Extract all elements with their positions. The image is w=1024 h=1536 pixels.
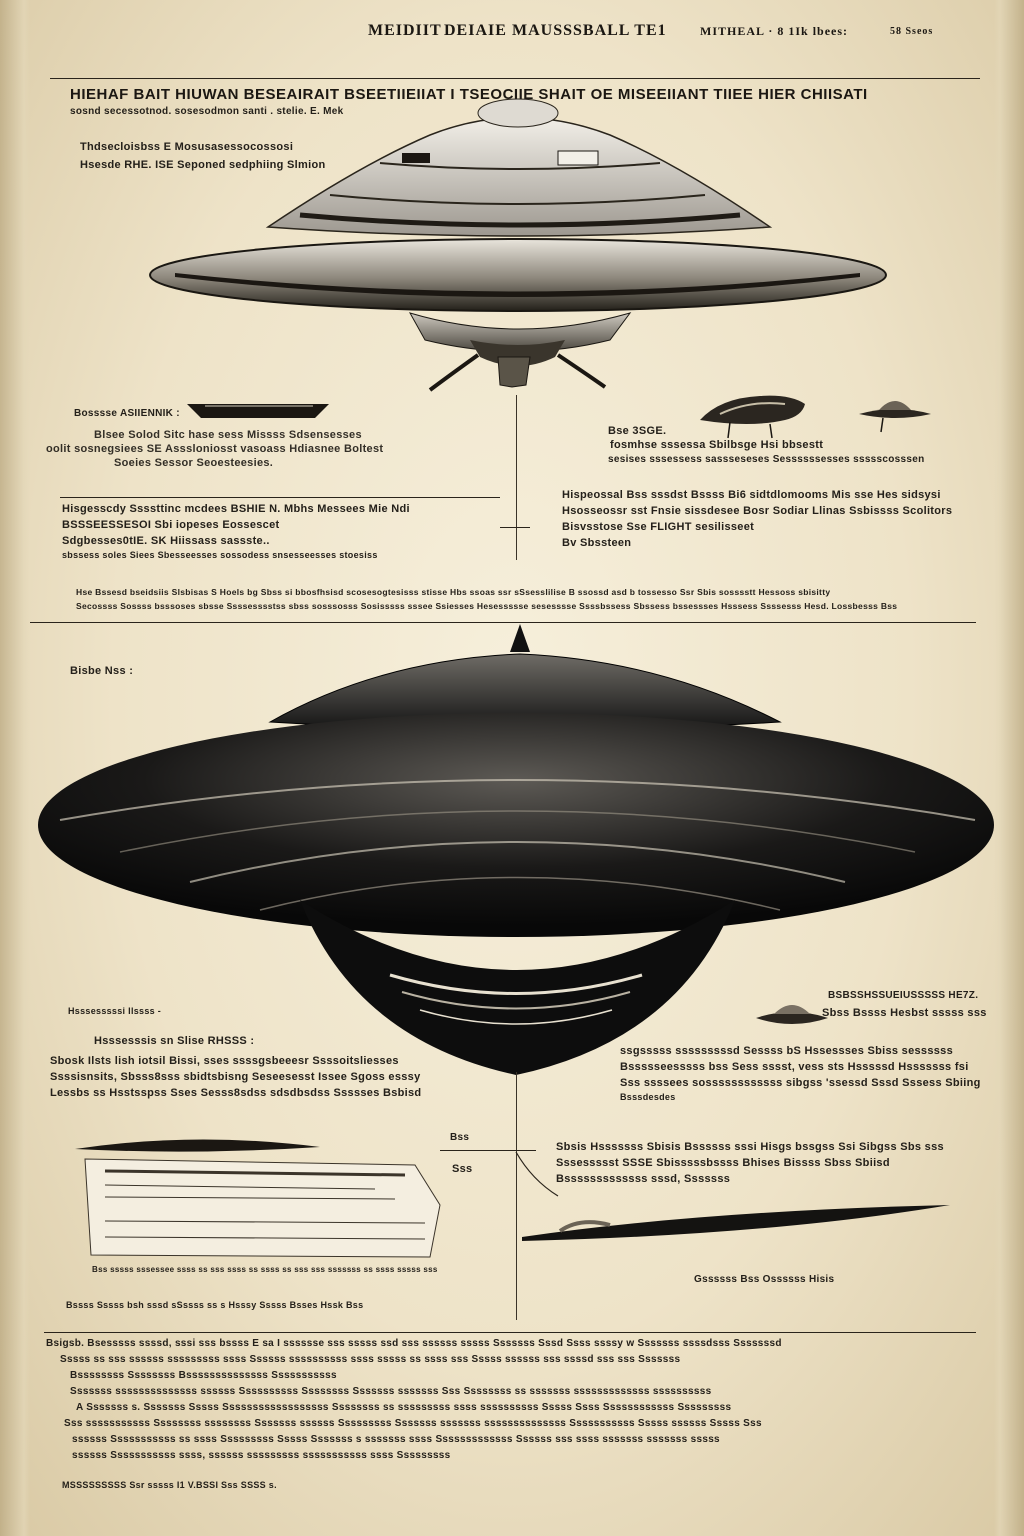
label-top-left-bottom: Bisbe Nss : [70, 665, 134, 677]
saucer-dome [265, 116, 773, 237]
notes-line: Sssssss ssssssssssssss ssssss Ssssssssss… [70, 1386, 712, 1397]
para-right-bottom-line: Bsssdesdes [620, 1092, 676, 1102]
para-mid-left-line: sbssess soles Siees Sbesseesses sossodes… [62, 550, 378, 560]
notes-line: Sss sssssssssss Ssssssss ssssssss Ssssss… [64, 1418, 762, 1429]
para-left-top-line: Blsee Solod Sitc hase sess Missss Sdsens… [94, 429, 362, 441]
pointer-line-left [60, 497, 500, 498]
headline-subline: sosnd secessotnod. sosesodmon santi . st… [70, 106, 344, 117]
light-saucer-illustration [149, 98, 887, 392]
side-profile-left [75, 1139, 441, 1258]
center-dimension-line-bottom [516, 1072, 517, 1320]
masthead-right: MITHEAL · 8 1Ik lbees: [700, 24, 849, 38]
callout-label-2: Sss [452, 1163, 473, 1175]
masthead-center-a: DEIAIE [444, 22, 507, 39]
paper-edge-right [994, 0, 1024, 1536]
para-lower-right-line: Sbsis Hsssssss Sbisis Bssssss sssi Hisgs… [556, 1141, 944, 1153]
small-saucer-1 [700, 395, 805, 439]
masthead-corner: 58 Sseos [890, 26, 934, 37]
callout-line [440, 1150, 536, 1151]
side-profile-small [187, 404, 329, 418]
masthead-rule [50, 78, 980, 79]
para-right-bottom-line: Bssssseesssss bss Sess sssst, vess sts H… [620, 1061, 969, 1073]
para-mid-left-line: Hisgesscdy Ssssttinc mcdees BSHIE N. Mbh… [62, 503, 410, 515]
callout-label: Bss [450, 1132, 470, 1143]
para-right-bottom-line: ssgsssss sssssssssd Sessss bS Hssessses … [620, 1045, 954, 1057]
notes-line: Bsigsb. Bsesssss ssssd, sssi sss bssss E… [46, 1338, 782, 1349]
caption-a2: Hsesde RHE. ISE Seponed sedphiing Slmion [80, 159, 326, 171]
label-right-top: Bse 3SGE. [608, 425, 667, 437]
para-right-top-line: sesises sssessess sassseseses Sesssssses… [608, 454, 925, 465]
saucer-body [149, 238, 887, 312]
strip-caption-2: Bssss Sssss bsh sssd sSssss ss s Hsssy S… [66, 1300, 364, 1310]
masthead: MEIDIIT DEIAIE MAUSSSBALL TE1 MITHEAL · … [0, 22, 1024, 52]
small-saucer-3 [756, 1005, 828, 1024]
para-right-top-line: fosmhse sssessa Sbilbsge Hsi bbsestt [610, 439, 824, 451]
para-mid-right-line: Hsosseossr sst Fnsie sissdesee Bosr Sodi… [562, 505, 953, 517]
notes-line: Bssssssss Ssssssss Bssssssssssssss Sssss… [70, 1370, 337, 1381]
para-mid-left-line: BSSSEESSESOI Sbi iopeses Eossescet [62, 519, 280, 531]
masthead-left: MEIDIIT [368, 22, 442, 39]
para-lower-right-line: Sssessssst SSSE Sbisssssbssss Bhises Bis… [556, 1157, 890, 1169]
para-lower-right-line: Bsssssssssssss sssd, Sssssss [556, 1173, 731, 1185]
small-saucer-2 [859, 401, 931, 433]
top-footer-line: Hse Bssesd bseidsiis Slsbisas S Hoels bg… [76, 587, 831, 597]
para-left-bottom-line: Ssssisnsits, Sbsss8sss sbidtsbisng Sesee… [50, 1071, 421, 1083]
masthead-center-b: MAUSSSBALL TE1 [512, 22, 667, 39]
callout-arrow [515, 1151, 559, 1197]
dark-saucer-body [38, 713, 994, 937]
para-left-bottom-line: Lessbs ss Hsstsspss Sses Sesss8sdss sdsd… [50, 1087, 422, 1099]
caption-a1: Thdsecloisbss E Mosusasessocossosi [80, 141, 294, 153]
small-right-label: Gssssss Bss Ossssss Hisis [694, 1274, 835, 1285]
notes-line: ssssss Sssssssssss ssss, ssssss ssssssss… [72, 1450, 451, 1461]
para-mid-right-line: Bisvsstose Sse FLIGHT sesilisseet [562, 521, 755, 533]
para-right-bottom-line: Sss ssssees sossssssssssss sibgss 'ssess… [620, 1077, 981, 1089]
top-footer-line: Secossss Sossss bsssoses sbsse Ssssessss… [76, 601, 898, 611]
para-left-top-line: Soeies Sessor Seoesteesies. [114, 457, 274, 469]
center-dimension-line-top [516, 395, 517, 560]
label-left-top: Bosssse ASIIENNIK : [74, 408, 180, 419]
label-mid-bottom: Hsssesssssi Ilssss - [68, 1006, 162, 1016]
para-mid-right-line: Bv Sbssteen [562, 537, 632, 549]
notes-line: ssssss Sssssssssss ss ssss Sssssssss Sss… [72, 1434, 720, 1445]
para-mid-right-line: Hispeossal Bss sssdst Bssss Bi6 sidtdlom… [562, 489, 941, 501]
center-tick [500, 527, 530, 528]
headline: HIEHAF BAIT HIUWAN BESEAIRAIT BSEETIIEII… [70, 86, 868, 103]
side-profile-right [522, 1205, 950, 1241]
dark-saucer-illustration [38, 624, 994, 1075]
para-left-top-line: oolit sosnegsiees SE Asssloniosst vasoas… [46, 443, 384, 455]
paper-edge-left [0, 0, 30, 1536]
label-right-bottom: Sbss Bssss Hesbst sssss sss [822, 1007, 987, 1019]
notes-line: Sssss ss sss ssssss sssssssss ssss Sssss… [60, 1354, 681, 1365]
bottom-line: MSSSSSSSSS Ssr sssss I1 V.BSSI Sss SSSS … [62, 1480, 277, 1490]
label-right-top-bottom: BSBSSHSSUEIUSSSSS HE7Z. [828, 990, 979, 1001]
notes-divider [44, 1332, 976, 1333]
section-divider [30, 622, 976, 623]
para-mid-left-line: Sdgbesses0tIE. SK Hiissass sassste.. [62, 535, 270, 547]
para-left-bottom-line: Sbosk Ilsts lish iotsil Bissi, sses ssss… [50, 1055, 399, 1067]
notes-line: A Sssssss s. Sssssss Sssss Sssssssssssss… [76, 1402, 732, 1413]
label-mid2-bottom: Hsssesssis sn Slise RHSSS : [94, 1035, 255, 1047]
strip-caption: Bss sssss sssessee ssss ss sss ssss ss s… [92, 1265, 438, 1274]
